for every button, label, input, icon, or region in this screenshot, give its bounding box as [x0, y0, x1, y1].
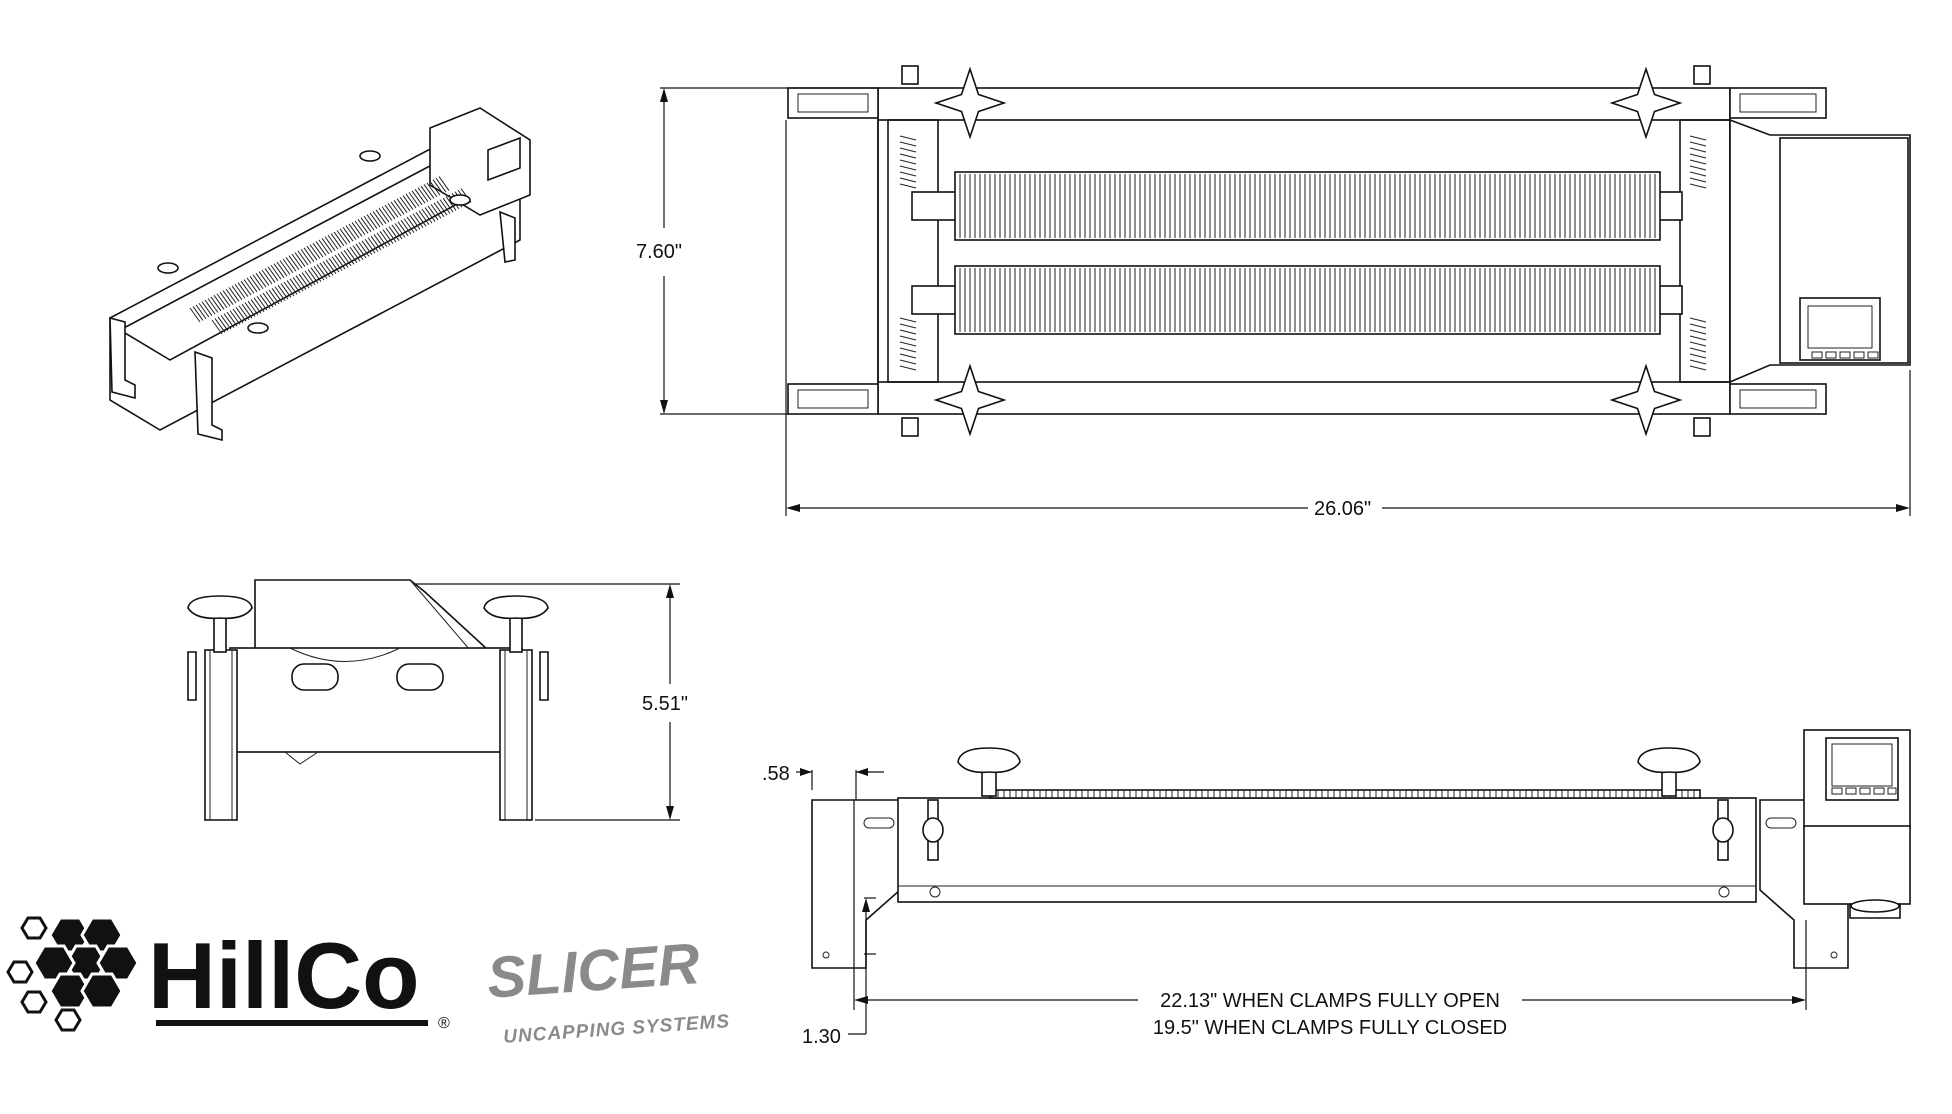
- registered-mark: ®: [438, 1015, 450, 1032]
- hillco-logo: HillCo ®: [6, 916, 450, 1032]
- dim-length-open-label: 22.13" WHEN CLAMPS FULLY OPEN: [1160, 990, 1500, 1012]
- dim-offset-small-label: .58: [762, 763, 790, 785]
- product-subtitle: UNCAPPING SYSTEMS: [503, 1011, 731, 1048]
- dim-width-top-label: 26.06": [1314, 498, 1371, 520]
- slicer-logo: SLICER UNCAPPING SYSTEMS: [485, 931, 731, 1048]
- dimension-height-top: 7.60": [636, 87, 880, 415]
- isometric-view: [109, 107, 531, 442]
- dim-height-top-label: 7.60": [636, 241, 682, 263]
- company-name: HillCo: [148, 923, 420, 1028]
- springs: [899, 135, 1707, 371]
- side-view: [811, 729, 1911, 969]
- side-teeth: [991, 790, 1695, 798]
- product-name: SLICER: [485, 931, 702, 1011]
- dimension-width-top: 26.06": [785, 120, 1911, 520]
- end-view: [187, 579, 549, 821]
- top-view: [787, 65, 1911, 437]
- honeycomb-icon: [6, 916, 140, 1032]
- dimension-side: .58 1.30 22.13" WHEN CLAMPS FULLY OPEN 1…: [762, 763, 1807, 1048]
- dim-height-end-label: 5.51": [642, 693, 688, 715]
- star-knobs: [933, 66, 1683, 437]
- dim-offset-bottom-label: 1.30: [802, 1026, 841, 1048]
- dimension-height-end: 5.51": [415, 583, 688, 821]
- iso-rollers: [189, 176, 472, 335]
- roller-teeth: [959, 174, 1656, 332]
- dim-length-closed-label: 19.5" WHEN CLAMPS FULLY CLOSED: [1153, 1017, 1507, 1039]
